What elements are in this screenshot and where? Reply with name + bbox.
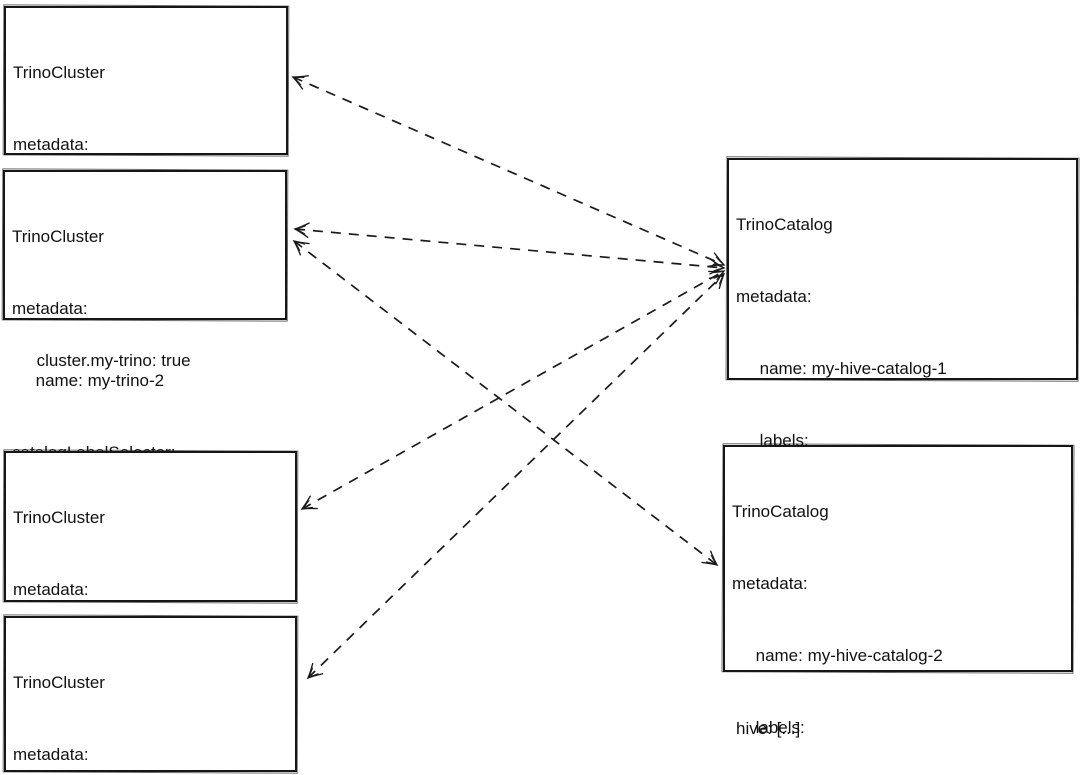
yaml-line: name: my-trino-2 [12,371,165,390]
yaml-line: metadata: [12,299,88,318]
node-type-label: TrinoCatalog [732,502,829,521]
node-type-label: TrinoCluster [13,673,105,692]
node-trinocatalog-my-hive-catalog-1: TrinoCatalog metadata: name: my-hive-cat… [727,158,1078,738]
yaml-line: labels: [732,718,805,737]
yaml-line: metadata: [13,745,89,764]
node-type-label: TrinoCluster [13,508,105,527]
yaml-line: name: my-hive-catalog-1 [736,359,947,378]
node-trinocluster-my-trino-green: TrinoCluster metadata: name: my-trino-gr… [4,616,297,772]
yaml-line: metadata: [736,287,812,306]
node-trinocluster-my-trino-2: TrinoCluster metadata: name: my-trino-2 … [3,170,287,534]
node-type-label: TrinoCatalog [736,215,833,234]
connection-catalog-1-to-my-trino-2 [293,222,726,275]
yaml-line: name: my-hive-catalog-2 [732,646,943,665]
connection-catalog-1-to-my-trino-blue [300,270,726,510]
yaml-line: hive: [...] [736,719,801,738]
node-trinocatalog-my-hive-catalog-2: TrinoCatalog metadata: name: my-hive-cat… [723,445,1073,737]
connection-catalog-1-to-my-trino [291,75,726,267]
yaml-line: metadata: [13,580,89,599]
node-trinocluster-my-trino: TrinoCluster metadata: name: my-trino ca… [4,6,288,370]
yaml-line: metadata: [732,574,808,593]
connection-catalog-1-to-my-trino-green [306,272,726,680]
node-type-label: TrinoCluster [12,227,104,246]
connection-catalog-2-to-my-trino-2 [292,239,719,567]
node-type-label: TrinoCluster [13,63,105,82]
yaml-line: metadata: [13,135,89,154]
node-trinocluster-my-trino-blue: TrinoCluster metadata: name: my-trino-bl… [4,451,297,743]
